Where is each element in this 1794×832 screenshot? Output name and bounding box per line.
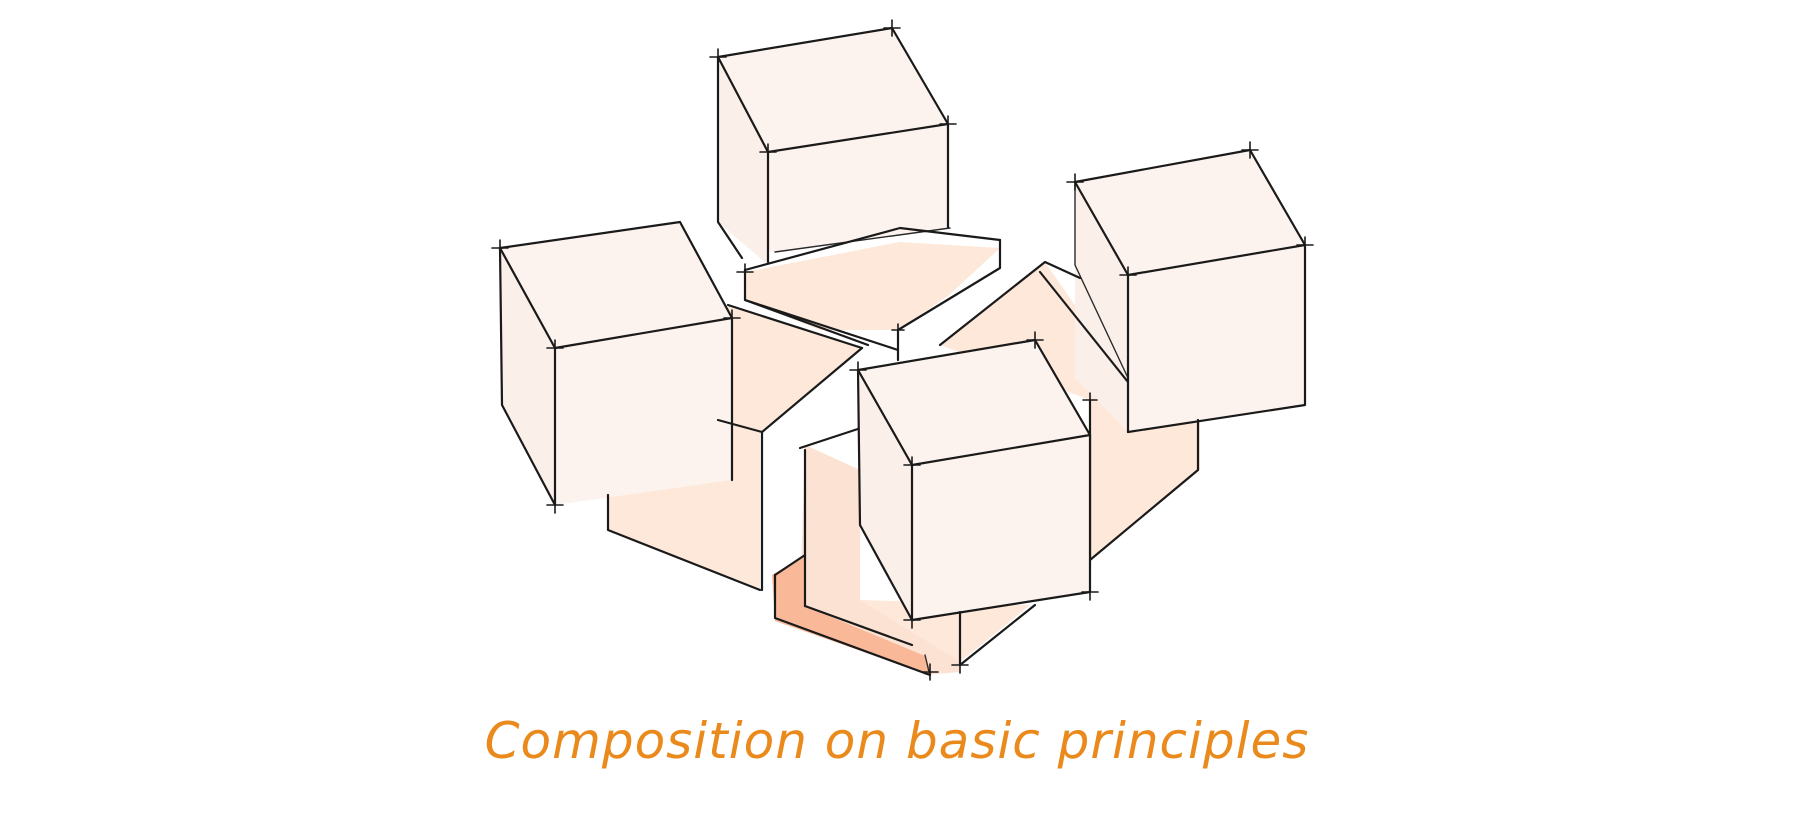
front-channel-edges [773,448,1037,677]
back-base-edges [743,226,1002,362]
right-cube [1073,148,1307,434]
corner-ticks [491,19,1314,681]
back-cube [716,26,951,265]
diagram-caption: Composition on basic principles [484,712,1310,770]
base-platform [608,242,1200,675]
left-cube [498,220,734,507]
front-cube [856,338,1092,622]
